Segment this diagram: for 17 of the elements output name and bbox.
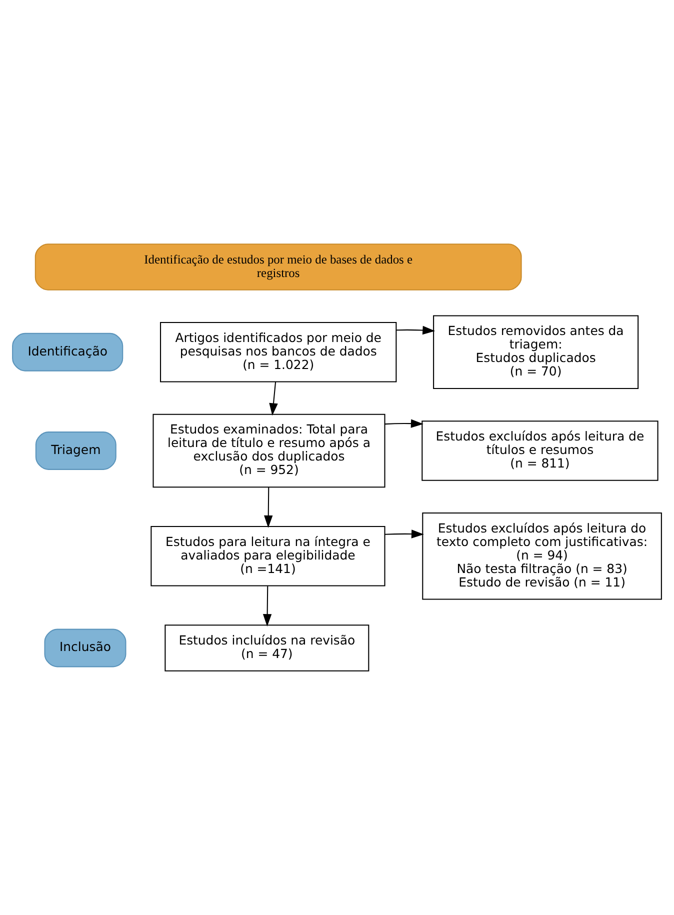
- arrow: [384, 530, 424, 538]
- node-box: Identificação de estudos por meio de bases de dados e registros: [34, 244, 522, 290]
- node-box: Estudos excluídos após leitura de títulos e resumos (n = 811): [422, 420, 658, 481]
- arrow: [264, 487, 273, 528]
- node-box: Triagem: [35, 432, 116, 470]
- arrow: [396, 326, 436, 335]
- arrow: [269, 382, 278, 416]
- node-box: Estudos removidos antes da triagem: Estudos duplicados (n = 70): [433, 315, 639, 389]
- arrow: [384, 419, 424, 428]
- node-box: Identificação: [12, 332, 124, 372]
- node-box: Inclusão: [44, 628, 126, 668]
- node-box: Estudos incluídos na revisão (n = 47): [164, 624, 370, 672]
- arrow: [262, 586, 272, 627]
- node-box: Estudos excluídos após leitura do texto completo com justificativas: (n = 94) Não testa filtração (n = 83) Estudo de revisão (n = 11): [422, 512, 662, 600]
- node-box: Estudos para leitura na íntegra e avaliados para elegibilidade (n =141): [150, 526, 386, 586]
- node-box: Estudos examinados: Total para leitura de título e resumo após a exclusão dos duplicados (n = 952): [152, 414, 386, 488]
- node-box: Artigos identificados por meio de pesquisas nos bancos de dados (n = 1.022): [160, 322, 397, 382]
